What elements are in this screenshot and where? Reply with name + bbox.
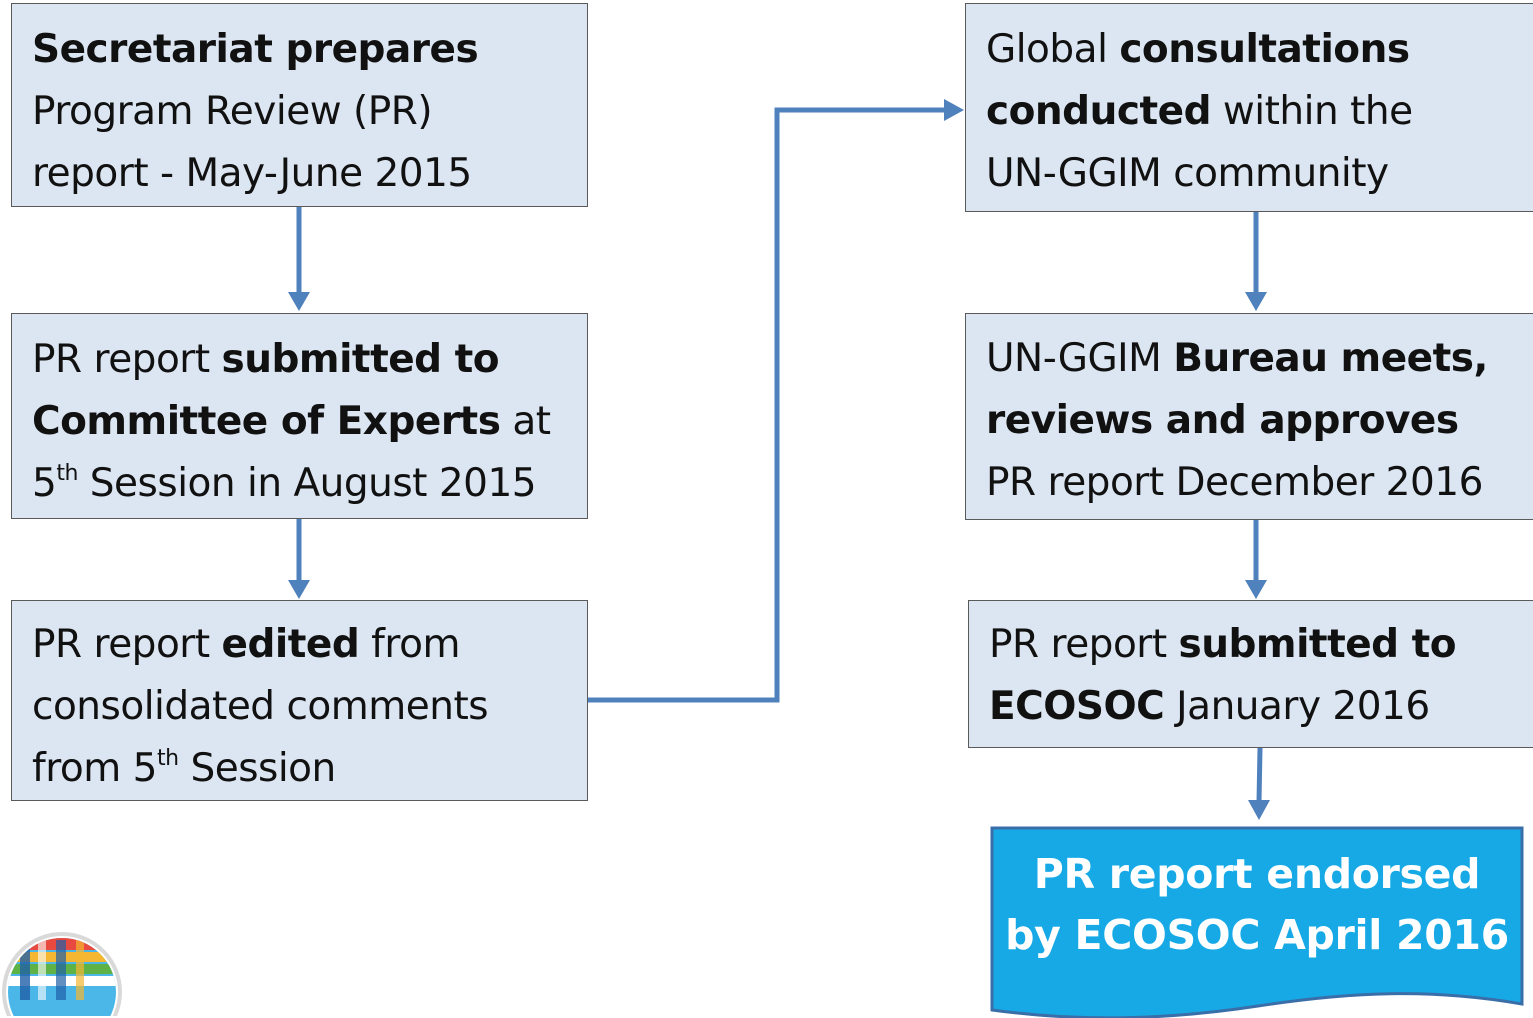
step-bureau-approves: UN-GGIM Bureau meets, reviews and approv… — [965, 313, 1533, 520]
step-2-line-3: 5th Session in August 2015 — [32, 461, 537, 506]
step-1-line-3: report - May-June 2015 — [32, 151, 472, 196]
step-2-line-2: Committee of Experts at — [32, 399, 551, 444]
step-submitted-to-committee: PR report submitted to Committee of Expe… — [11, 313, 588, 519]
step-4-line-3: UN-GGIM community — [986, 151, 1389, 196]
arrowhead-3-4 — [944, 99, 964, 121]
arrowhead-6-final — [1248, 800, 1270, 820]
final-step-line-1: PR report endorsed — [1033, 850, 1481, 898]
arrowhead-5-6 — [1245, 580, 1267, 599]
step-5-line-2: reviews and approves — [986, 398, 1459, 443]
step-5-line-3: PR report December 2016 — [986, 460, 1483, 505]
arrowhead-1-2 — [288, 292, 310, 311]
step-2-line-1: PR report submitted to — [32, 337, 500, 382]
step-submitted-to-ecosoc: PR report submitted to ECOSOC January 20… — [968, 600, 1533, 748]
final-step-line-2: by ECOSOC April 2016 — [1005, 911, 1509, 959]
step-3-line-1: PR report edited from — [32, 622, 460, 667]
step-6-line-2: ECOSOC January 2016 — [989, 684, 1430, 729]
step-1-line-2: Program Review (PR) — [32, 89, 433, 134]
step-1-line-1: Secretariat prepares — [32, 27, 479, 72]
final-step-endorsed: PR report endorsed by ECOSOC April 2016 — [990, 826, 1524, 1018]
final-step-text: PR report endorsed by ECOSOC April 2016 — [990, 844, 1524, 966]
un-ggim-logo — [2, 932, 122, 1016]
connector-3-4 — [588, 107, 946, 703]
arrowhead-4-5 — [1245, 292, 1267, 311]
connector-6-final — [1256, 747, 1263, 803]
step-5-line-1: UN-GGIM Bureau meets, — [986, 336, 1488, 381]
step-3-line-3: from 5th Session — [32, 746, 336, 791]
step-3-line-2: consolidated comments — [32, 684, 489, 729]
step-global-consultations: Global consultations conducted within th… — [965, 3, 1533, 212]
step-4-line-2: conducted within the — [986, 89, 1413, 134]
step-secretariat-prepares: Secretariat prepares Program Review (PR)… — [11, 3, 588, 207]
step-4-line-1: Global consultations — [986, 27, 1410, 72]
step-report-edited: PR report edited from consolidated comme… — [11, 600, 588, 801]
step-6-line-1: PR report submitted to — [989, 622, 1457, 667]
arrowhead-2-3 — [288, 580, 310, 599]
